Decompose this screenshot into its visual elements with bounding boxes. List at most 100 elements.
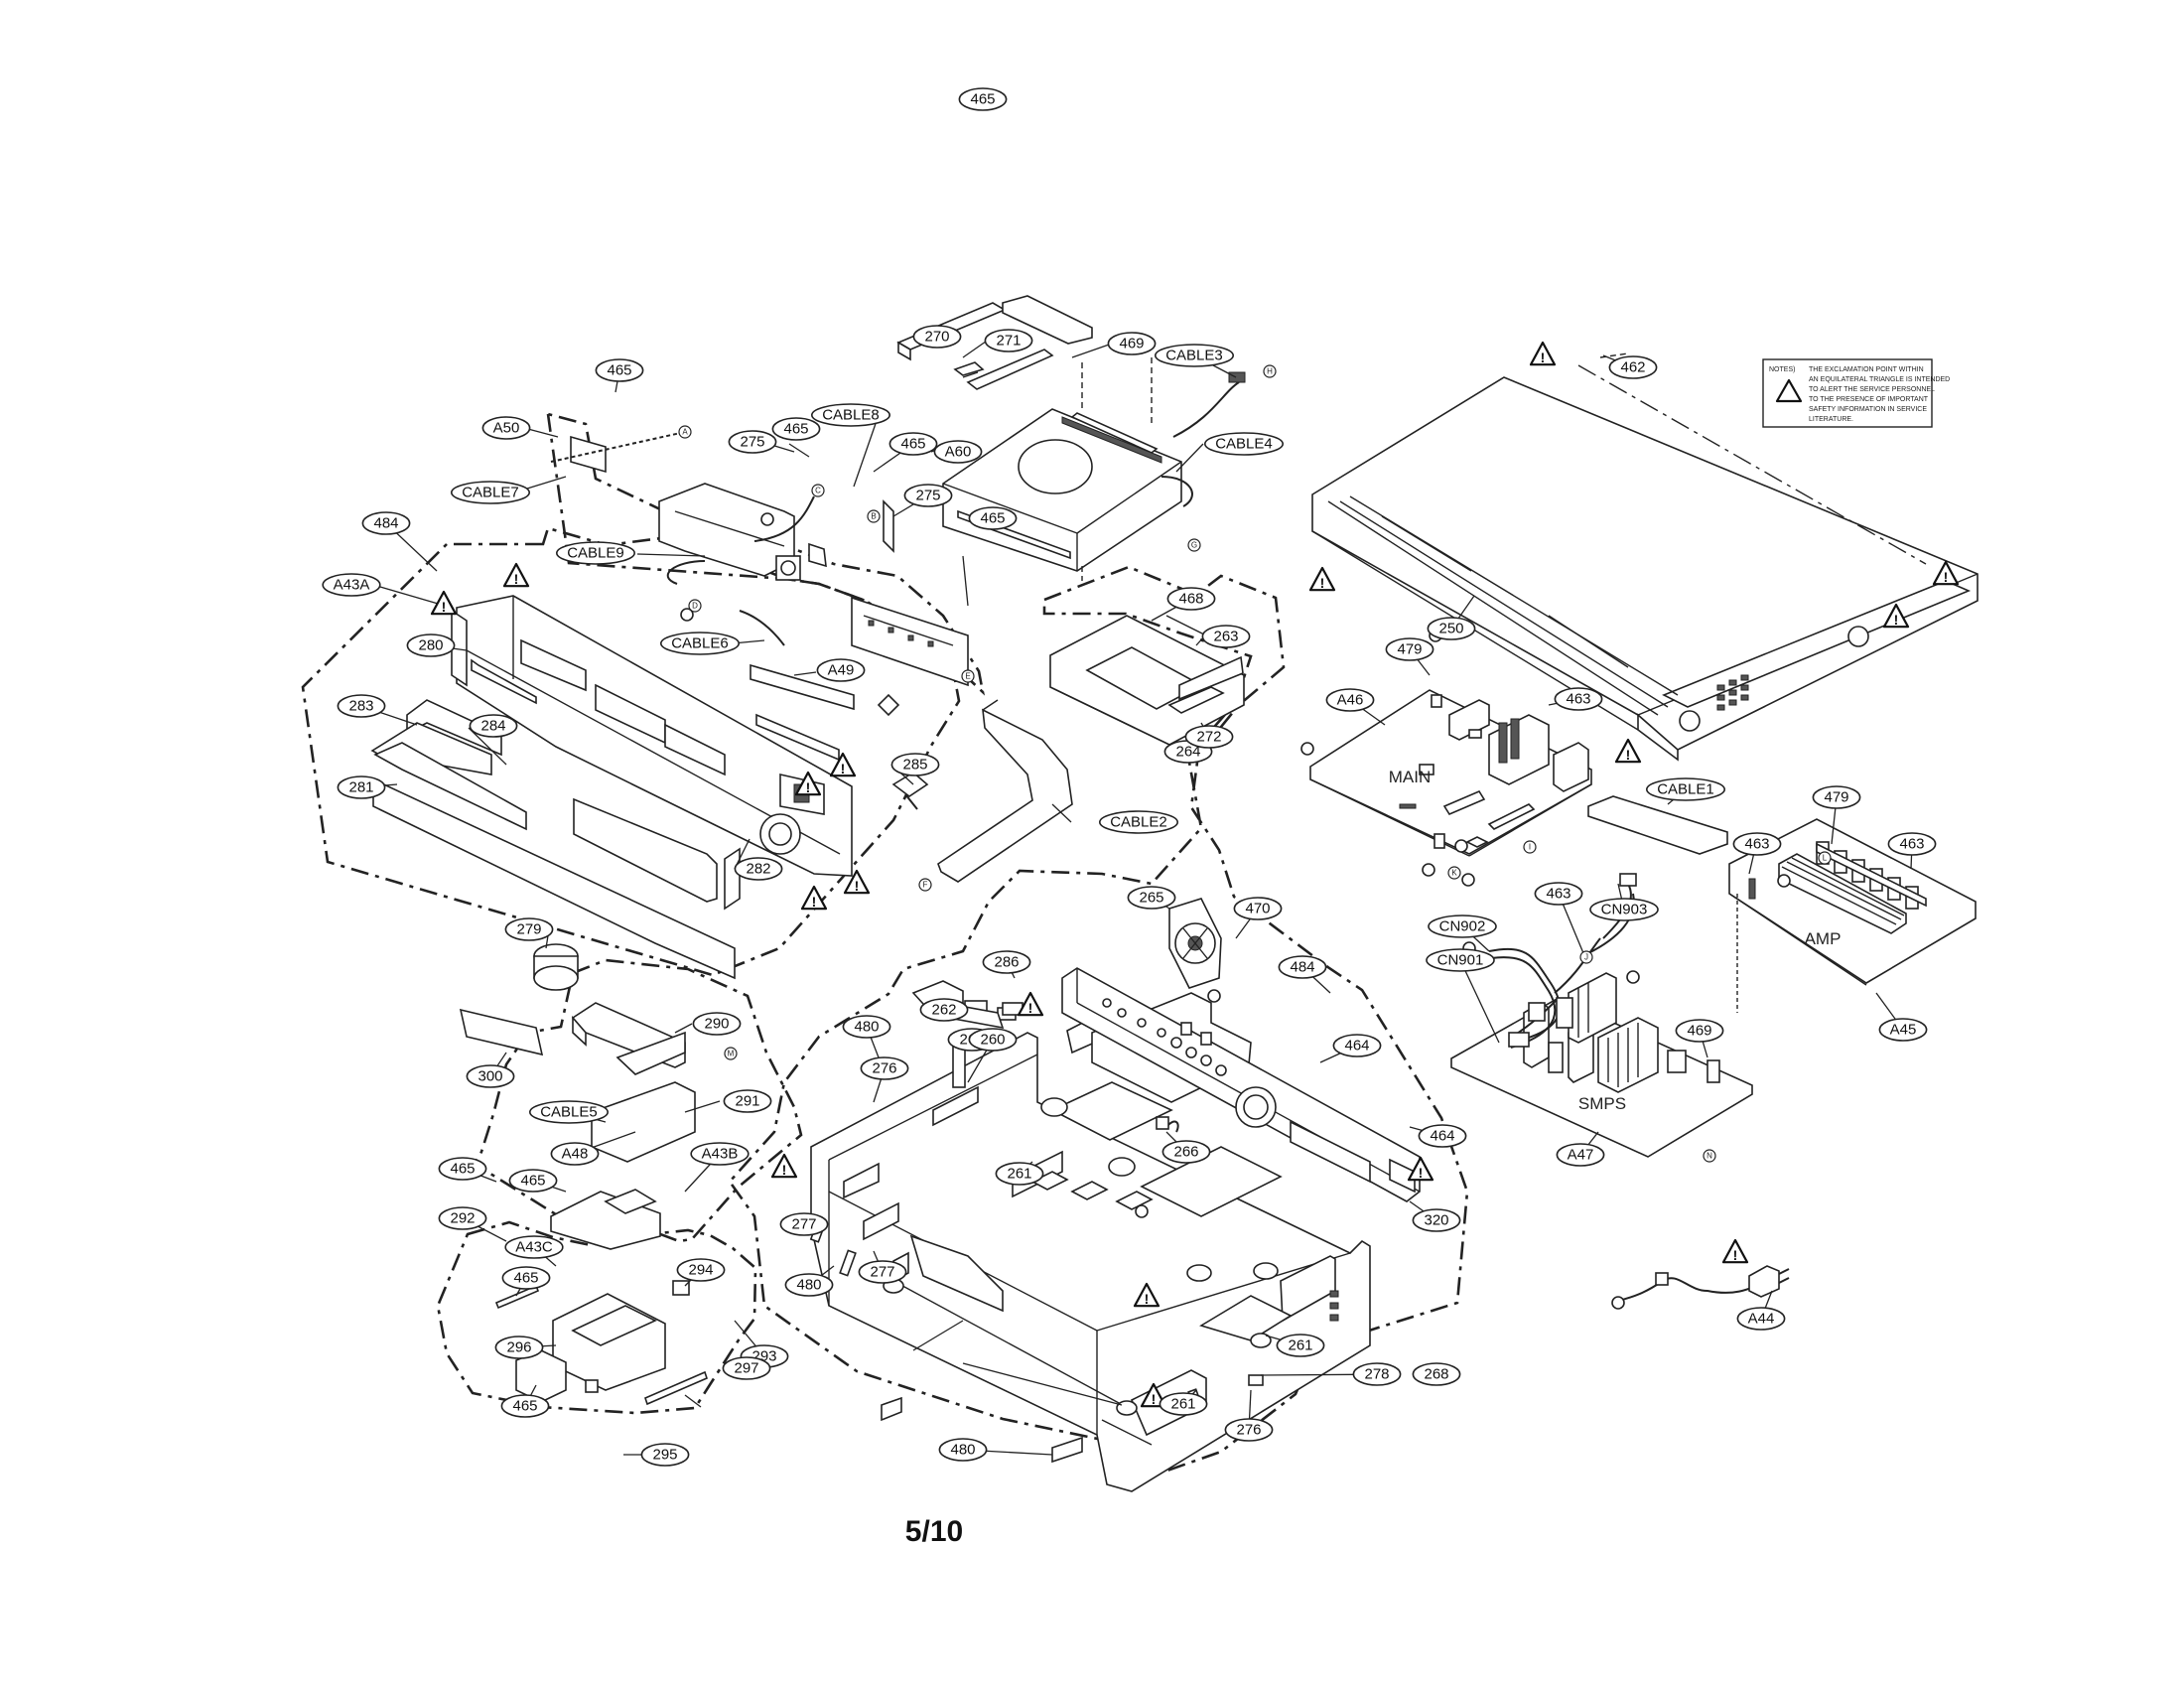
svg-text:463: 463 [1744, 836, 1769, 853]
callout-a43c: A43C [504, 1235, 564, 1259]
svg-text:A: A [682, 428, 688, 437]
svg-text:462: 462 [1620, 359, 1645, 376]
callout-cable1: CABLE1 [1646, 777, 1726, 801]
svg-text:266: 266 [1173, 1144, 1198, 1161]
svg-text:I: I [1529, 843, 1531, 852]
callout-272: 272 [1184, 725, 1234, 749]
svg-text:!: ! [1626, 747, 1631, 763]
svg-text:!: ! [841, 761, 846, 776]
svg-text:!: ! [1152, 1391, 1157, 1407]
outline-front-panel [301, 526, 961, 977]
svg-text:CABLE5: CABLE5 [540, 1104, 598, 1121]
svg-text:286: 286 [994, 954, 1019, 971]
warning-triangle-icon: ! [1140, 1382, 1167, 1408]
power-cord [1617, 1265, 1790, 1302]
svg-text:J: J [1584, 953, 1588, 962]
callout-a47: A47 [1556, 1143, 1605, 1167]
svg-text:468: 468 [1178, 591, 1203, 608]
svg-text:A45: A45 [1890, 1022, 1917, 1039]
svg-text:480: 480 [854, 1019, 879, 1036]
callout-296: 296 [494, 1336, 544, 1359]
main-board [1309, 689, 1592, 857]
svg-text:465: 465 [607, 362, 631, 379]
pin-marker-c: C [811, 484, 825, 497]
board-label-main: MAIN [1389, 768, 1432, 786]
svg-text:D: D [692, 602, 698, 611]
warning-triangle-icon: ! [502, 562, 530, 588]
callout-a43b: A43B [690, 1142, 750, 1166]
svg-text:A44: A44 [1748, 1311, 1775, 1328]
callout-292: 292 [438, 1206, 487, 1230]
pin-marker-i: I [1523, 840, 1537, 854]
svg-text:!: ! [1145, 1291, 1150, 1307]
svg-text:265: 265 [1139, 890, 1163, 907]
callout-261: 261 [995, 1162, 1044, 1186]
svg-text:CABLE7: CABLE7 [462, 485, 519, 501]
pin-marker-g: G [1187, 538, 1201, 552]
warning-triangle-icon: ! [843, 869, 871, 895]
svg-text:!: ! [1419, 1165, 1424, 1181]
svg-text:L: L [1823, 854, 1828, 863]
page-number: 5/10 [904, 1515, 964, 1548]
callout-465: 465 [501, 1266, 551, 1290]
pin-marker-n: N [1703, 1149, 1716, 1163]
callout-cable9: CABLE9 [555, 541, 635, 565]
callout-283: 283 [337, 694, 386, 718]
svg-text:260: 260 [980, 1032, 1005, 1049]
svg-text:E: E [965, 672, 970, 681]
callout-277: 277 [779, 1212, 829, 1236]
callout-278: 278 [1352, 1362, 1402, 1386]
callout-271: 271 [984, 329, 1033, 352]
notes-line-5: SAFETY INFORMATION IN SERVICE [1809, 406, 1927, 413]
svg-text:278: 278 [1364, 1366, 1389, 1383]
callout-cn901: CN901 [1426, 948, 1495, 972]
callout-286: 286 [982, 950, 1031, 974]
callout-465: 465 [438, 1157, 487, 1181]
svg-text:A60: A60 [945, 444, 972, 461]
svg-text:465: 465 [783, 421, 808, 438]
pin-marker-e: E [961, 669, 975, 683]
svg-text:480: 480 [796, 1277, 821, 1294]
svg-text:F: F [923, 881, 928, 890]
svg-text:!: ! [442, 599, 447, 615]
svg-text:!: ! [855, 878, 860, 894]
svg-text:465: 465 [970, 91, 995, 108]
callout-285: 285 [890, 753, 940, 776]
svg-text:272: 272 [1196, 729, 1221, 746]
warning-triangle-icon: ! [430, 590, 458, 616]
svg-text:292: 292 [450, 1210, 475, 1227]
callout-480: 480 [842, 1015, 891, 1039]
svg-text:276: 276 [1236, 1422, 1261, 1439]
svg-text:479: 479 [1824, 789, 1848, 806]
callout-465: 465 [958, 87, 1008, 111]
svg-text:465: 465 [900, 436, 925, 453]
callout-465: 465 [968, 506, 1018, 530]
flat-cable-2 [937, 699, 1073, 883]
svg-text:320: 320 [1424, 1212, 1448, 1229]
warning-triangle-icon: ! [1407, 1156, 1434, 1182]
callout-462: 462 [1608, 355, 1658, 379]
callout-277: 277 [858, 1260, 907, 1284]
outline-chassis [728, 565, 1469, 1474]
svg-text:297: 297 [734, 1360, 758, 1377]
notes-warning-icon [1775, 378, 1803, 403]
svg-text:261: 261 [1007, 1166, 1031, 1183]
svg-text:279: 279 [516, 921, 541, 938]
callout-463: 463 [1534, 882, 1583, 906]
callout-464: 464 [1418, 1124, 1467, 1148]
warning-triangle-icon: ! [1614, 738, 1642, 764]
svg-text:M: M [728, 1050, 735, 1058]
callout-250: 250 [1427, 617, 1476, 640]
chassis-frame [810, 980, 1371, 1492]
bracket-assembly [1049, 615, 1245, 760]
svg-text:N: N [1706, 1152, 1712, 1161]
callout-a43a: A43A [322, 573, 381, 597]
svg-text:465: 465 [513, 1270, 538, 1287]
safety-notes-box: NOTES) THE EXCLAMATION POINT WITHIN AN E… [1762, 358, 1950, 428]
svg-text:463: 463 [1899, 836, 1924, 853]
callout-294: 294 [676, 1258, 726, 1282]
pin-marker-m: M [724, 1047, 738, 1060]
svg-text:275: 275 [740, 434, 764, 451]
callout-cable8: CABLE8 [810, 403, 890, 427]
svg-text:K: K [1451, 869, 1457, 878]
